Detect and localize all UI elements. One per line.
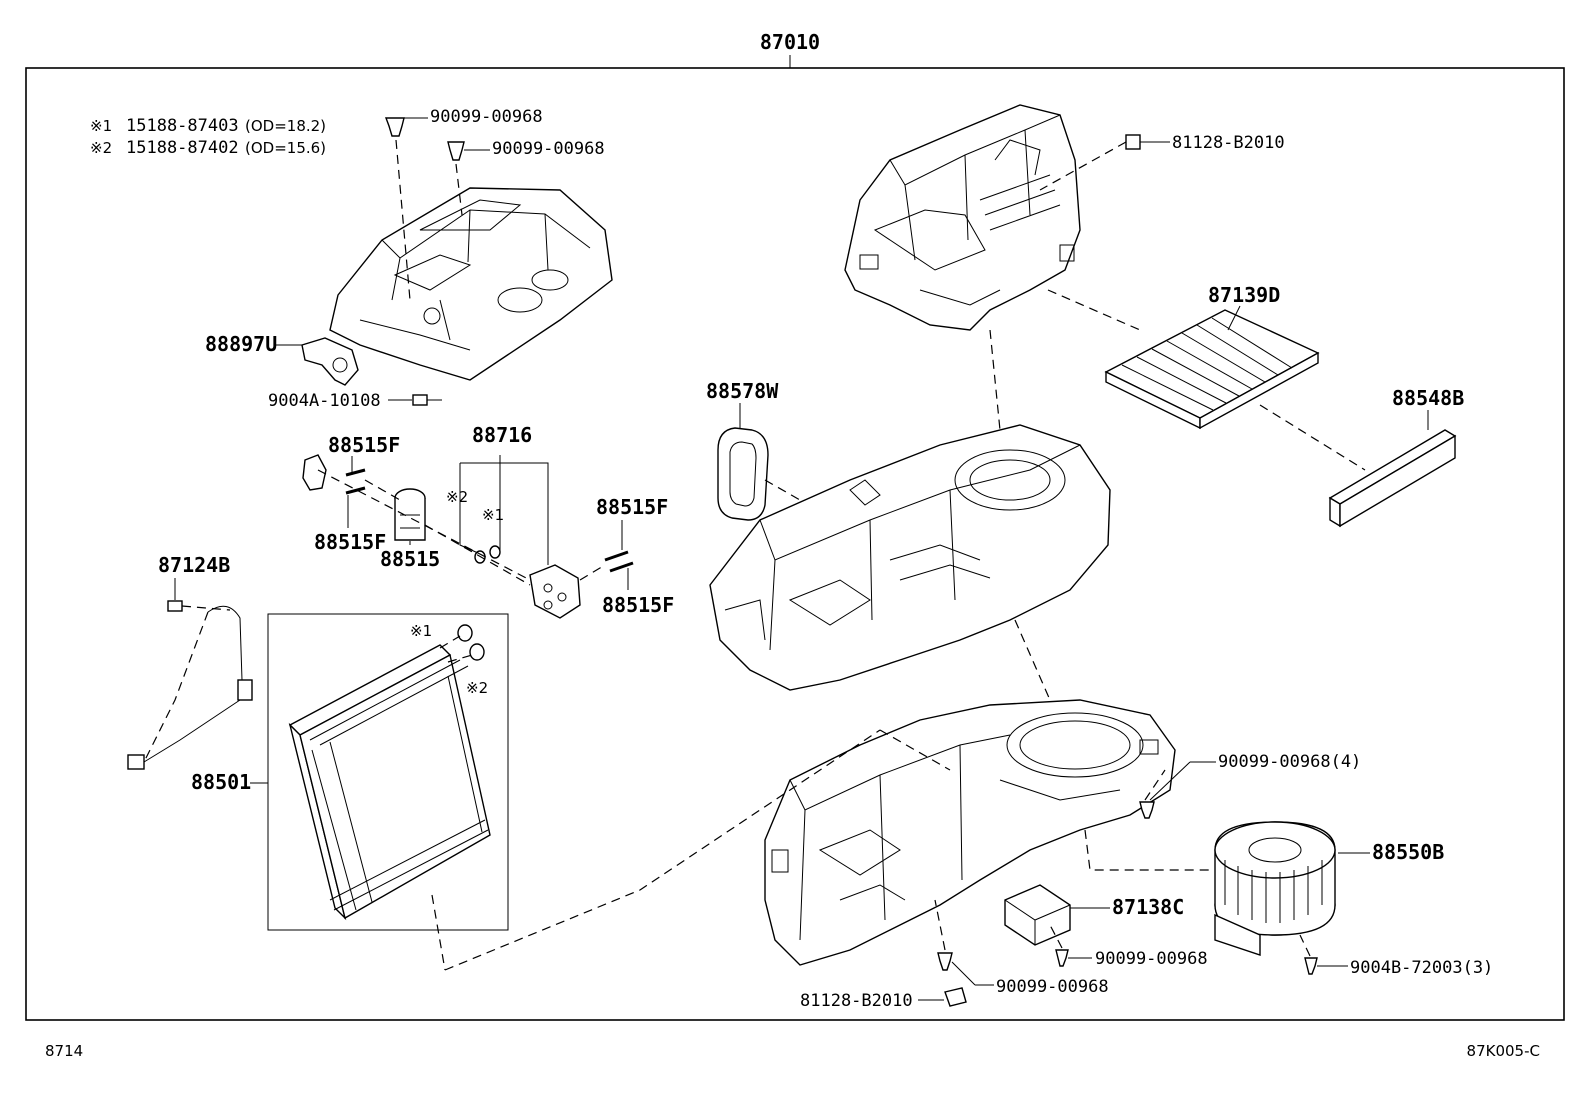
clip-81128-b2010-top <box>1125 134 1141 150</box>
blower-motor-88550b <box>1214 821 1336 956</box>
note-2-mark: ※2 <box>90 139 112 157</box>
callout-88897u: 88897U <box>205 332 277 356</box>
callout-90099-00968-a: 90099-00968 <box>430 107 543 127</box>
actuator-88897u <box>301 337 359 386</box>
clip-90099-00968-b <box>447 141 465 161</box>
callout-88550b: 88550B <box>1372 840 1444 864</box>
screw-90099-00968-lower <box>937 952 953 971</box>
note-1-spec: (OD=18.2) <box>245 117 326 135</box>
o-ring-mark2-b <box>469 643 485 661</box>
callout-90099-00968-4: 90099-00968(4) <box>1218 752 1361 772</box>
callout-87124b: 87124B <box>158 553 230 577</box>
evaporator-88501 <box>288 644 491 921</box>
upper-duct-part <box>329 187 613 381</box>
note-1-part: 15188-87403 <box>126 116 239 136</box>
gasket-88578w <box>717 427 769 521</box>
callout-88515f-a: 88515F <box>328 433 400 457</box>
mark-1-valve: ※1 <box>482 506 504 524</box>
callout-9004a-10108: 9004A-10108 <box>268 391 381 411</box>
connector-88716 <box>529 564 581 619</box>
callout-90099-00968-resistor: 90099-00968 <box>1095 949 1208 969</box>
callout-88515f-d: 88515F <box>602 593 674 617</box>
bolt-88515f-b <box>345 486 366 495</box>
screw-90099-00968-resistor <box>1055 949 1069 967</box>
bracket-88515f <box>302 454 327 491</box>
thermistor-87124b <box>127 600 253 770</box>
screw-9004a-10108 <box>412 394 442 406</box>
note-2-part: 15188-87402 <box>126 138 239 158</box>
callout-81128-b2010-top: 81128-B2010 <box>1172 133 1285 153</box>
callout-88501: 88501 <box>191 770 251 794</box>
mark-2-valve: ※2 <box>446 488 468 506</box>
callout-88548b: 88548B <box>1392 386 1464 410</box>
screw-9004b-72003 <box>1304 957 1318 975</box>
middle-housing-part <box>709 424 1111 691</box>
bolt-88515f-c <box>604 550 629 562</box>
callout-88578w: 88578W <box>706 379 779 403</box>
air-filter-87139d <box>1104 309 1320 430</box>
callout-88716: 88716 <box>472 423 532 447</box>
callout-88515: 88515 <box>380 547 440 571</box>
callout-87138c: 87138C <box>1112 895 1184 919</box>
footer-right-code: 87K005-C <box>1467 1042 1540 1060</box>
filter-cover-88548b <box>1328 429 1457 528</box>
callout-90099-00968-b: 90099-00968 <box>492 139 605 159</box>
bolt-88515f-d <box>609 561 634 573</box>
callout-90099-00968-lower: 90099-00968 <box>996 977 1109 997</box>
callout-9004b-72003: 9004B-72003(3) <box>1350 958 1493 978</box>
footer-left-code: 8714 <box>45 1042 83 1060</box>
clip-81128-b2010-bottom <box>944 987 967 1007</box>
assembly-number: 87010 <box>760 30 820 54</box>
o-ring-mark1-b <box>457 624 473 642</box>
callout-88515f-c: 88515F <box>596 495 668 519</box>
note-1-mark: ※1 <box>90 117 112 135</box>
screw-90099-00968-4 <box>1139 801 1155 819</box>
note-2-spec: (OD=15.6) <box>245 139 326 157</box>
callout-88515f-b: 88515F <box>314 530 386 554</box>
callout-81128-b2010-bottom: 81128-B2010 <box>800 991 913 1011</box>
lower-housing-part <box>764 699 1176 966</box>
assembly-frame <box>25 67 1565 1021</box>
clip-90099-00968-a <box>384 117 405 137</box>
callout-87139d: 87139D <box>1208 283 1280 307</box>
mark-2-evaporator: ※2 <box>466 679 488 697</box>
mark-1-evaporator: ※1 <box>410 622 432 640</box>
expansion-valve-88515 <box>394 488 426 541</box>
blower-resistor-87138c <box>1004 884 1071 946</box>
evaporator-callout-box <box>267 613 509 931</box>
upper-housing-part <box>844 104 1081 331</box>
bolt-88515f-a <box>345 468 366 477</box>
o-ring-mark1-a <box>489 545 501 559</box>
